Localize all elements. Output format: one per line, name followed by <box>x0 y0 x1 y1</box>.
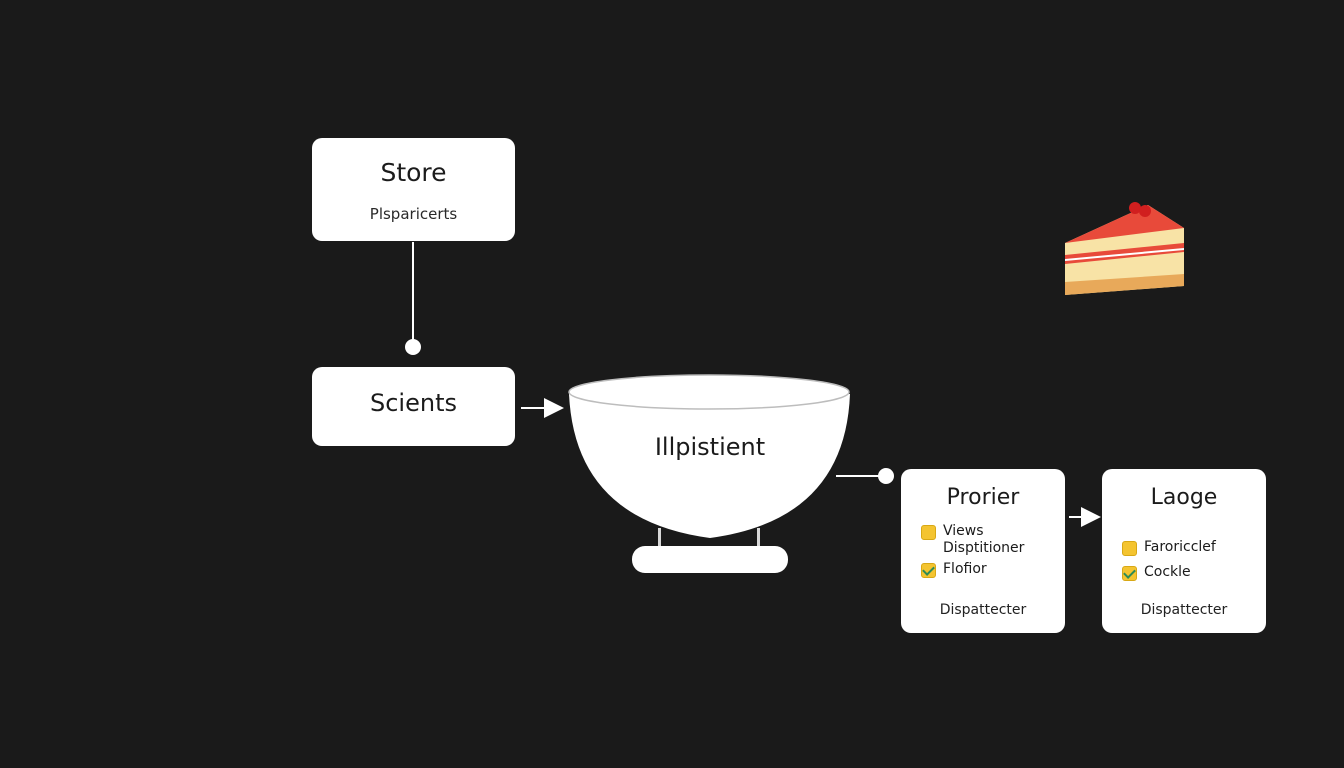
cake-slice-icon <box>1065 202 1184 295</box>
store-title: Store <box>380 158 447 187</box>
checklist-item-label: Views Disptitioner <box>943 523 1025 556</box>
checklist-item[interactable]: Faroricclef <box>1122 539 1260 560</box>
bowl-icon <box>568 374 850 573</box>
checklist-item-label: Cockle <box>1144 564 1191 580</box>
prorier-footer: Dispattecter <box>939 602 1027 618</box>
store-node[interactable]: Store Plsparicerts <box>312 138 515 241</box>
connector-dot-prorier <box>878 468 894 484</box>
bowl-label: Illpistient <box>654 433 766 461</box>
lauge-title: Laoge <box>1150 485 1218 510</box>
checked-checkbox-icon[interactable] <box>1122 566 1137 581</box>
checkbox-icon[interactable] <box>921 525 936 540</box>
checklist-item[interactable]: Flofior <box>921 561 1059 582</box>
checklist-item[interactable]: Views Disptitioner <box>921 523 1059 557</box>
checkbox-icon[interactable] <box>1122 541 1137 556</box>
scients-title: Scients <box>370 389 457 417</box>
lauge-footer: Dispattecter <box>1140 602 1228 618</box>
prorier-checklist: Views Disptitioner Flofior <box>921 523 1059 586</box>
connector-dot-store <box>405 339 421 355</box>
prorier-node[interactable]: Prorier Views Disptitioner Flofior Dispa… <box>901 469 1065 633</box>
checklist-item[interactable]: Cockle <box>1122 564 1260 585</box>
store-subtitle: Plsparicerts <box>369 205 458 223</box>
checklist-item-label: Faroricclef <box>1144 539 1216 555</box>
lauge-checklist: Faroricclef Cockle <box>1122 539 1260 589</box>
checked-checkbox-icon[interactable] <box>921 563 936 578</box>
prorier-title: Prorier <box>946 485 1020 510</box>
lauge-node[interactable]: Laoge Faroricclef Cockle Dispattecter <box>1102 469 1266 633</box>
scients-node[interactable]: Scients <box>312 367 515 446</box>
checklist-item-label: Flofior <box>943 561 987 577</box>
